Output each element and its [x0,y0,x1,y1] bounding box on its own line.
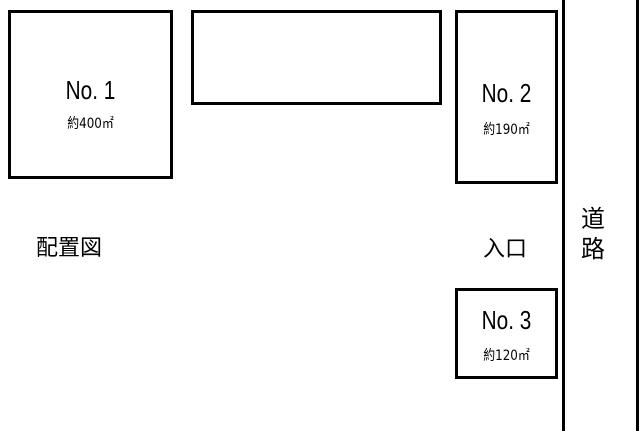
road-edge-right [636,0,639,431]
lot-1-name: No. 1 [65,75,116,105]
road-label: 道路 [578,204,608,264]
lot-2-name: No. 2 [481,78,532,108]
building-unlabeled [191,10,442,105]
lot-1: No. 1 約400㎡ [8,10,173,179]
lot-1-area: 約400㎡ [67,116,114,132]
lot-2: No. 2 約190㎡ [455,10,558,184]
lot-2-area: 約190㎡ [483,122,530,138]
lot-3-name: No. 3 [481,305,532,335]
lot-3-area: 約120㎡ [483,348,530,364]
road-label-text: 道路 [581,205,605,263]
lot-3: No. 3 約120㎡ [455,288,558,379]
diagram-title: 配置図 [36,236,103,261]
road-edge-left [562,0,565,431]
entrance-label: 入口 [483,237,528,262]
